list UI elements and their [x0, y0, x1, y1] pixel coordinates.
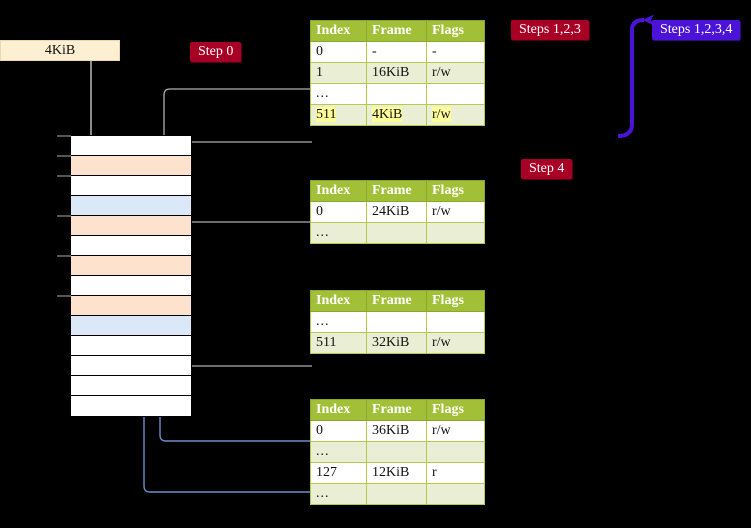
table-cell-frame — [366, 441, 427, 463]
memory-row — [71, 336, 191, 356]
column-header-frame: Frame — [366, 290, 427, 312]
memory-row — [71, 196, 191, 216]
table-cell-frame — [366, 483, 427, 505]
table-row: ... — [310, 83, 485, 105]
memory-row — [57, 135, 191, 156]
table-cell-index: 1 — [310, 62, 367, 84]
memory-row — [71, 236, 191, 256]
table-cell-index: 127 — [310, 462, 367, 484]
memory-row — [57, 215, 191, 236]
memory-tick — [57, 215, 71, 217]
table-cell-frame: 16KiB — [366, 62, 427, 84]
table-row: ... — [310, 483, 485, 505]
table-cell-index: 511 — [310, 332, 367, 354]
table-cell-frame: 32KiB — [366, 332, 427, 354]
memory-row — [57, 255, 191, 276]
table-cell-flags: r/w — [426, 104, 485, 126]
column-header-index: Index — [310, 180, 367, 202]
table-cell-index: ... — [310, 441, 367, 463]
step-label-steps123: Steps 1,2,3 — [511, 20, 589, 40]
memory-tick — [57, 175, 71, 177]
table-cell-frame: 24KiB — [366, 201, 427, 223]
table-row: ... — [310, 441, 485, 463]
size-box-label: 4KiB — [44, 42, 76, 58]
table-cell-frame: 12KiB — [366, 462, 427, 484]
table-cell-flags: r/w — [426, 332, 485, 354]
table-cell-frame: 36KiB — [366, 420, 427, 442]
table-row: ... — [310, 222, 485, 244]
column-header-flags: Flags — [426, 399, 485, 421]
table-cell-flags — [426, 311, 485, 333]
memory-row — [71, 356, 191, 376]
column-header-frame: Frame — [366, 180, 427, 202]
table-cell-flags — [426, 483, 485, 505]
memory-row — [71, 396, 191, 416]
table-cell-index: ... — [310, 311, 367, 333]
memory-tick — [57, 295, 71, 297]
table-cell-index: 511 — [310, 104, 367, 126]
table-cell-flags: r/w — [426, 420, 485, 442]
table-row: ... — [310, 311, 485, 333]
table-cell-flags: - — [426, 41, 485, 63]
table-cell-flags: r/w — [426, 62, 485, 84]
table-cell-index: 0 — [310, 201, 367, 223]
column-header-index: Index — [310, 20, 367, 42]
column-header-index: Index — [310, 290, 367, 312]
table-cell-index: 0 — [310, 420, 367, 442]
table-cell-flags — [426, 83, 485, 105]
memory-tick — [57, 155, 71, 157]
table-cell-index: ... — [310, 222, 367, 244]
table-cell-frame: - — [366, 41, 427, 63]
memory-row — [57, 155, 191, 176]
table-cell-flags — [426, 441, 485, 463]
column-header-flags: Flags — [426, 20, 485, 42]
table-cell-flags: r/w — [426, 201, 485, 223]
table-cell-frame: 4KiB — [366, 104, 427, 126]
table-row: 0-- — [310, 41, 485, 63]
memory-row — [57, 295, 191, 316]
table-cell-frame — [366, 311, 427, 333]
memory-tick — [57, 255, 71, 257]
size-box: 4KiB — [0, 40, 120, 61]
memory-row — [71, 376, 191, 396]
table-cell-flags — [426, 222, 485, 244]
memory-row — [71, 316, 191, 336]
table-cell-index: ... — [310, 83, 367, 105]
memory-column — [57, 135, 192, 417]
column-header-frame: Frame — [366, 20, 427, 42]
step-label-steps1234: Steps 1,2,3,4 — [652, 20, 741, 40]
memory-row — [71, 276, 191, 296]
table-cell-frame — [366, 83, 427, 105]
memory-tick — [57, 135, 71, 137]
step-label-step4: Step 4 — [521, 159, 573, 179]
table-cell-flags: r — [426, 462, 485, 484]
step-label-step0: Step 0 — [190, 42, 242, 62]
table-cell-index: 0 — [310, 41, 367, 63]
table-cell-index: ... — [310, 483, 367, 505]
table-cell-frame — [366, 222, 427, 244]
memory-row — [57, 175, 191, 196]
column-header-index: Index — [310, 399, 367, 421]
column-header-frame: Frame — [366, 399, 427, 421]
column-header-flags: Flags — [426, 290, 485, 312]
column-header-flags: Flags — [426, 180, 485, 202]
